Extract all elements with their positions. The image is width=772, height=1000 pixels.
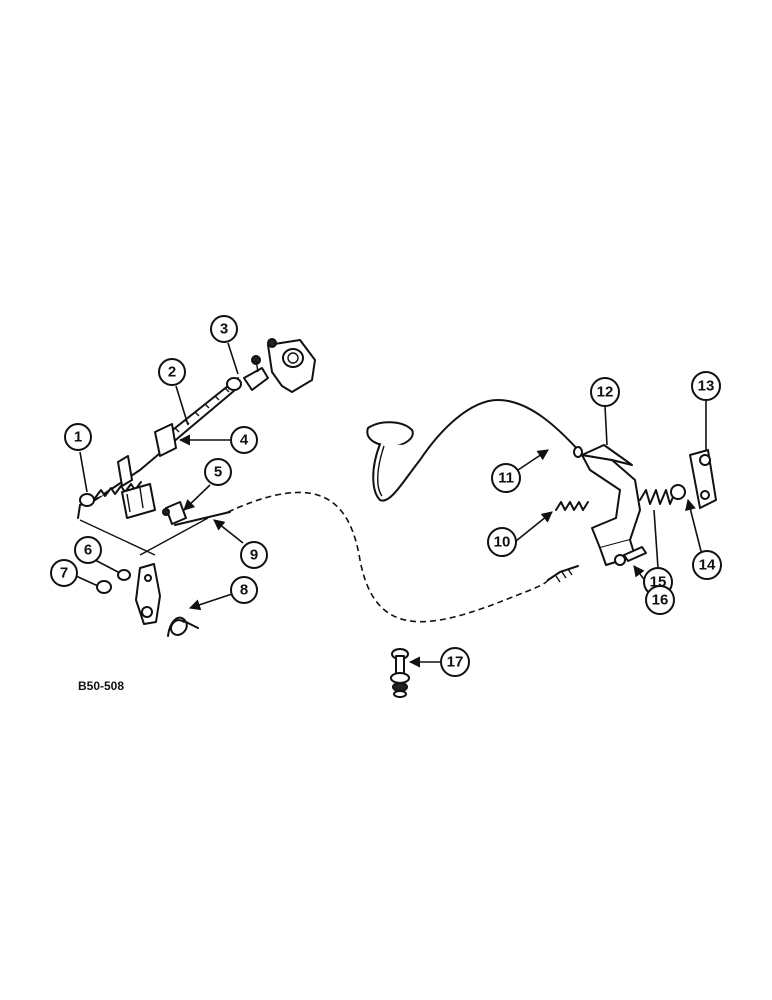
pedal-arm bbox=[372, 399, 581, 502]
rod-clip bbox=[154, 423, 177, 457]
callout-number: 8 bbox=[240, 582, 248, 599]
leader-10 bbox=[515, 511, 553, 542]
callout-16: 16 bbox=[645, 585, 675, 615]
callout-circle bbox=[491, 463, 521, 493]
callout-7: 7 bbox=[50, 559, 78, 587]
callout-circle bbox=[64, 423, 92, 451]
callout-6: 6 bbox=[74, 536, 102, 564]
mounting-bolt bbox=[390, 648, 410, 698]
callout-circle bbox=[440, 647, 470, 677]
callout-number: 12 bbox=[597, 384, 614, 401]
pedal-bracket bbox=[581, 454, 641, 549]
callout-circle bbox=[240, 541, 268, 569]
left-linkage-assembly bbox=[77, 338, 316, 637]
callout-3: 3 bbox=[210, 315, 238, 343]
callout-number: 6 bbox=[84, 542, 92, 559]
callout-2: 2 bbox=[158, 358, 186, 386]
callout-12: 12 bbox=[590, 377, 620, 407]
leader-12 bbox=[604, 405, 608, 446]
leader-8 bbox=[188, 593, 233, 611]
callout-number: 3 bbox=[220, 321, 228, 338]
callout-number: 14 bbox=[699, 557, 716, 574]
callout-number: 10 bbox=[494, 534, 511, 551]
callout-circle bbox=[50, 559, 78, 587]
callout-circle bbox=[487, 527, 517, 557]
callout-circle bbox=[74, 536, 102, 564]
callout-number: 17 bbox=[447, 654, 464, 671]
callout-4: 4 bbox=[230, 426, 258, 454]
reference-code: B50-508 bbox=[78, 679, 124, 693]
return-spring bbox=[639, 489, 677, 505]
governor-lever bbox=[267, 338, 316, 393]
leader-6 bbox=[94, 559, 119, 573]
callout-number: 9 bbox=[250, 547, 258, 564]
callout-number: 2 bbox=[168, 364, 176, 381]
callout-number: 4 bbox=[240, 432, 249, 449]
callout-number: 16 bbox=[652, 592, 669, 609]
callout-17: 17 bbox=[440, 647, 470, 677]
callout-number: 7 bbox=[60, 565, 68, 582]
callout-number: 13 bbox=[698, 378, 715, 395]
callout-number: 11 bbox=[498, 470, 514, 487]
leader-15 bbox=[653, 509, 659, 569]
callout-circle bbox=[692, 550, 722, 580]
callout-10: 10 bbox=[487, 527, 517, 557]
rod-nut bbox=[79, 493, 95, 507]
callout-14: 14 bbox=[692, 550, 722, 580]
lever-arm bbox=[96, 563, 161, 625]
callout-circle bbox=[204, 458, 232, 486]
callout-8: 8 bbox=[230, 576, 258, 604]
callout-5: 5 bbox=[204, 458, 232, 486]
cable-clamp bbox=[162, 501, 187, 525]
pedal-assembly bbox=[366, 399, 717, 583]
leader-11 bbox=[517, 449, 549, 471]
leader-3 bbox=[227, 342, 239, 375]
leader-14 bbox=[685, 498, 703, 556]
callout-circle bbox=[645, 585, 675, 615]
callout-circle bbox=[230, 426, 258, 454]
callout-circle bbox=[210, 315, 238, 343]
torsion-spring bbox=[167, 616, 199, 637]
callout-circle bbox=[158, 358, 186, 386]
ball-joint bbox=[226, 355, 269, 391]
callout-11: 11 bbox=[491, 463, 521, 493]
leader-2 bbox=[175, 385, 189, 426]
throttle-cable bbox=[139, 491, 549, 623]
rod-spring bbox=[94, 481, 142, 499]
bracket-bolt bbox=[623, 546, 647, 562]
leader-5 bbox=[183, 484, 211, 511]
callout-circle bbox=[590, 377, 620, 407]
small-spring bbox=[555, 501, 589, 511]
rod-bracket bbox=[117, 455, 133, 487]
callout-number: 1 bbox=[74, 429, 82, 446]
pedal-pad bbox=[366, 421, 414, 447]
callout-number: 5 bbox=[214, 464, 222, 481]
callout-1: 1 bbox=[64, 423, 92, 451]
callout-13: 13 bbox=[691, 371, 721, 401]
callout-circle bbox=[691, 371, 721, 401]
leader-9 bbox=[213, 519, 244, 544]
leader-lines bbox=[75, 342, 707, 668]
throttle-rod bbox=[77, 389, 236, 519]
leader-7 bbox=[75, 575, 99, 587]
callout-circle bbox=[230, 576, 258, 604]
leader-1 bbox=[79, 451, 88, 493]
callout-9: 9 bbox=[240, 541, 268, 569]
